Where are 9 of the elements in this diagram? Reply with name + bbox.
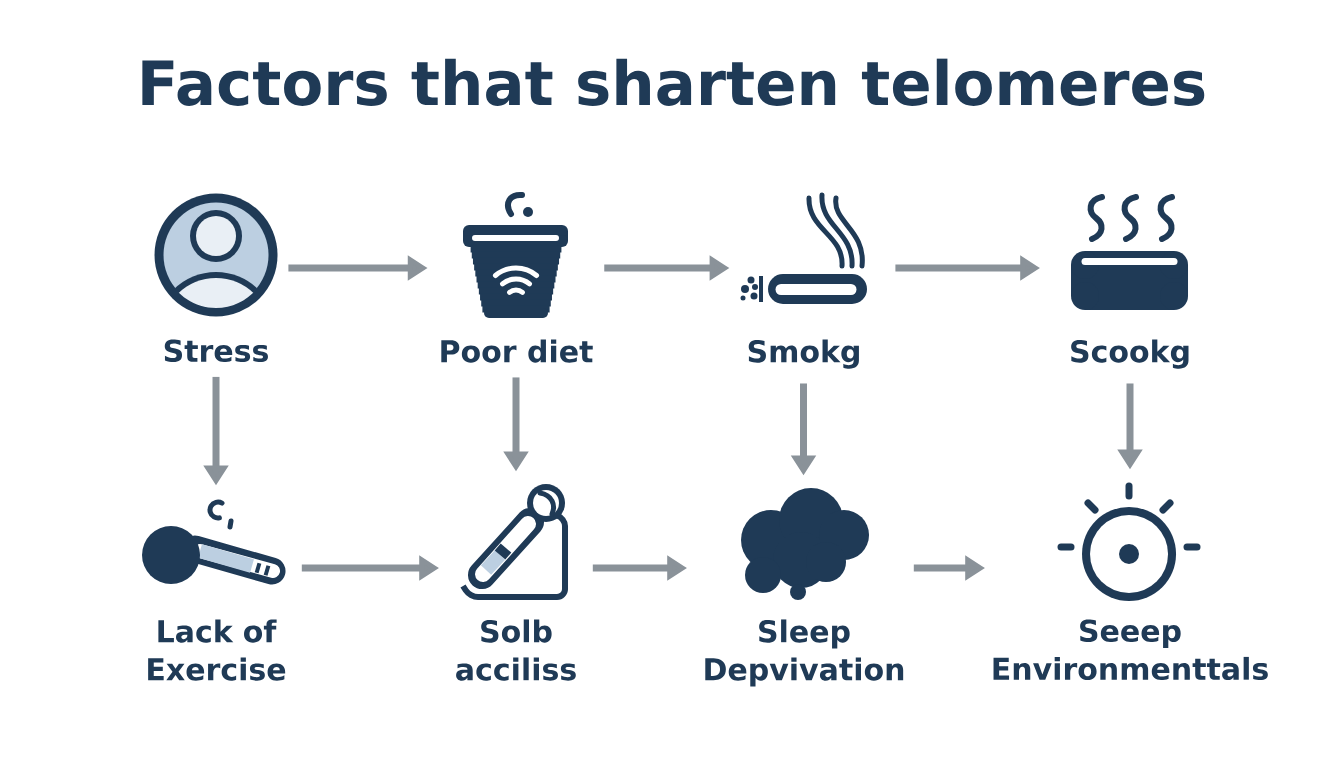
factor-label: Scookg <box>1071 339 1189 369</box>
factor-label: Lack of Exercise <box>148 619 286 681</box>
factor-label: Seeep Environmenttals <box>993 619 1268 681</box>
title: Factors that sharten telomeres <box>142 58 1205 106</box>
factor-label: Poor diet <box>441 339 593 363</box>
factor-label: Solb acciliss <box>456 619 576 681</box>
factor-label: Smokg <box>748 339 859 369</box>
factor-label: Stress <box>164 339 268 363</box>
factor-label: Sleep Depvivation <box>705 619 904 687</box>
